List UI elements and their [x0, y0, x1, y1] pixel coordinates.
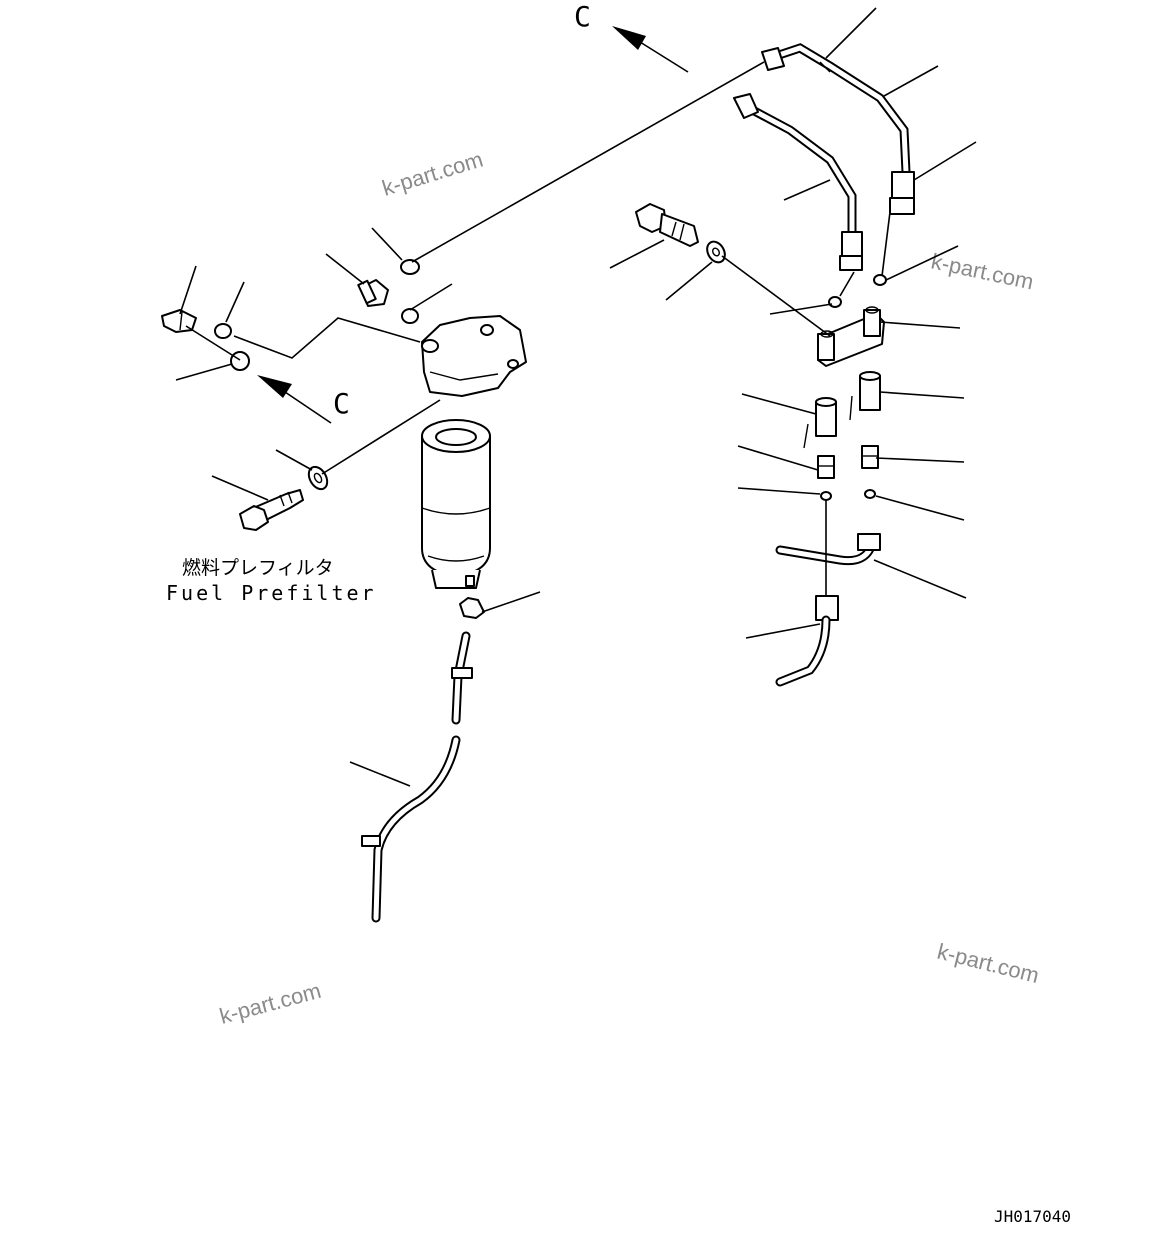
- bolt-left: [239, 489, 304, 531]
- watermark-1: k-part.com: [379, 146, 486, 200]
- watermark-3: k-part.com: [217, 978, 324, 1029]
- hose-upper-right: [761, 43, 915, 215]
- part-name-en: Fuel Prefilter: [166, 581, 377, 605]
- o-ring-left-4: [230, 351, 250, 371]
- hose-lower-right-drain: [775, 595, 839, 687]
- manifold-block: [817, 306, 885, 367]
- hose-lower-right-elbow: [775, 533, 881, 566]
- o-ring-left-2: [401, 308, 419, 324]
- watermark-2: k-part.com: [929, 248, 1036, 294]
- o-ring-left-3: [214, 323, 232, 339]
- o-ring-right-1: [828, 296, 842, 308]
- o-ring-left-1: [400, 259, 420, 275]
- part-name-ja: 燃料プレフィルタ: [182, 557, 334, 579]
- fitting-left: [817, 455, 835, 479]
- fitting-right: [861, 445, 879, 469]
- o-ring-right-4: [864, 489, 876, 499]
- hose-lower-right: [733, 93, 863, 271]
- view-arrow-c-left: C: [257, 375, 350, 424]
- fuel-prefilter-assembly: [421, 315, 527, 589]
- o-ring-right-2: [873, 274, 887, 286]
- drain-fitting: [459, 597, 485, 619]
- drain-hose: [361, 631, 473, 923]
- bolt-right: [635, 203, 699, 247]
- o-ring-right-3: [820, 491, 832, 501]
- drawing-code: JH017040: [994, 1207, 1071, 1226]
- valve-right: [849, 371, 881, 421]
- callout-lines: [175, 7, 977, 787]
- view-arrow-c-left-label: C: [333, 387, 350, 420]
- view-arrow-c-top: C: [574, 0, 689, 73]
- view-arrow-c-top-label: C: [574, 0, 591, 33]
- valve-left: [803, 397, 837, 449]
- watermark-4: k-part.com: [935, 939, 1042, 988]
- washer-left: [307, 465, 329, 491]
- washer-right: [706, 240, 726, 264]
